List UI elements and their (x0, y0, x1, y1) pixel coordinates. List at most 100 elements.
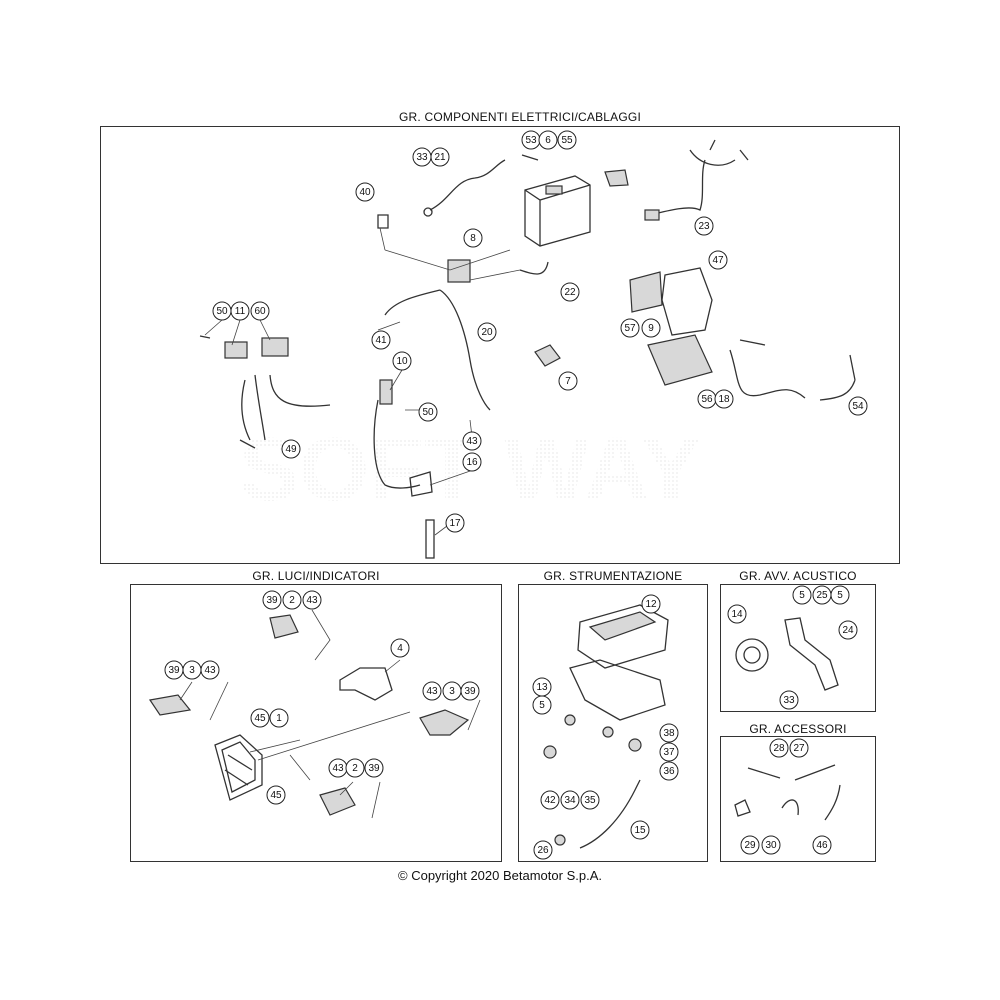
callout-number: 42 (544, 795, 556, 806)
callout-number: 23 (698, 221, 710, 232)
callout-circle (560, 790, 580, 810)
clip-40 (377, 214, 389, 229)
callout-number: 33 (416, 152, 428, 163)
callout-number: 50 (422, 407, 434, 418)
callout-electrical-47: 47 (708, 250, 728, 270)
harness-49 (239, 374, 331, 449)
callout-number: 6 (545, 135, 551, 146)
callout-number: 46 (816, 840, 828, 851)
callout-number: 29 (744, 840, 756, 851)
callout-circle (418, 402, 438, 422)
callout-lights-4: 4 (390, 638, 410, 658)
callout-circle (538, 130, 558, 150)
callout-circle (792, 585, 812, 605)
callout-instruments-35: 35 (580, 790, 600, 810)
callout-circle (463, 228, 483, 248)
callout-lights-45: 45 (266, 785, 286, 805)
callout-circle (422, 681, 442, 701)
callout-number: 12 (645, 599, 657, 610)
callout-number: 50 (216, 306, 228, 317)
relay-7 (534, 344, 561, 367)
callout-circle (282, 590, 302, 610)
battery-cable-21 (423, 159, 506, 217)
callout-number: 39 (266, 595, 278, 606)
callout-circle (250, 708, 270, 728)
callout-lights-3: 3 (442, 681, 462, 701)
callout-circle (580, 790, 600, 810)
section-title-electrical: GR. COMPONENTI ELETTRICI/CABLAGGI (399, 110, 641, 124)
callout-circle (557, 130, 577, 150)
indicator-front-left (148, 694, 192, 716)
callout-circle (769, 738, 789, 758)
callout-instruments-42: 42 (540, 790, 560, 810)
callout-number: 49 (285, 444, 297, 455)
callout-circle (779, 690, 799, 710)
callout-electrical-57: 57 (620, 318, 640, 338)
ecu-box-47 (629, 267, 713, 386)
callout-electrical-7: 7 (558, 371, 578, 391)
callout-circle (789, 738, 809, 758)
callout-lights-39: 39 (164, 660, 184, 680)
callout-circle (714, 389, 734, 409)
callout-electrical-49: 49 (281, 439, 301, 459)
callout-electrical-50: 50 (418, 402, 438, 422)
cable-15 (579, 779, 641, 849)
callout-electrical-21: 21 (430, 147, 450, 167)
callout-number: 41 (375, 335, 387, 346)
callout-accessories-30: 30 (761, 835, 781, 855)
callout-circle (371, 330, 391, 350)
callout-number: 22 (564, 287, 576, 298)
bracket-13 (569, 659, 666, 721)
callout-horn-25: 25 (812, 585, 832, 605)
cable-54 (819, 354, 856, 401)
section-title-instruments: GR. STRUMENTAZIONE (543, 569, 683, 583)
callout-number: 11 (235, 306, 246, 317)
callout-lights-2: 2 (282, 590, 302, 610)
harness-18 (729, 339, 806, 399)
callout-electrical-18: 18 (714, 389, 734, 409)
horn-14 (735, 638, 769, 672)
callout-circle (390, 638, 410, 658)
callout-number: 43 (306, 595, 318, 606)
callout-number: 43 (204, 665, 216, 676)
callout-circle (460, 681, 480, 701)
callout-circle (230, 301, 250, 321)
callout-number: 4 (397, 643, 403, 654)
callout-number: 24 (842, 625, 854, 636)
callout-electrical-54: 54 (848, 396, 868, 416)
callout-number: 17 (449, 518, 461, 529)
callout-electrical-50: 50 (212, 301, 232, 321)
callout-number: 20 (481, 327, 493, 338)
dashboard-12 (577, 604, 669, 669)
callout-number: 43 (426, 686, 438, 697)
callout-number: 5 (837, 590, 843, 601)
callout-electrical-41: 41 (371, 330, 391, 350)
callout-electrical-43: 43 (462, 431, 482, 451)
callout-circle (659, 742, 679, 762)
callout-circle (392, 351, 412, 371)
callout-number: 10 (396, 356, 408, 367)
callout-lights-45: 45 (250, 708, 270, 728)
callout-circle (462, 452, 482, 472)
callout-circle (364, 758, 384, 778)
callout-circle (812, 835, 832, 855)
callout-lights-39: 39 (364, 758, 384, 778)
callout-number: 5 (539, 700, 545, 711)
callout-circle (740, 835, 760, 855)
callout-accessories-46: 46 (812, 835, 832, 855)
callout-lights-2: 2 (345, 758, 365, 778)
section-title-horn: GR. AVV. ACUSTICO (739, 569, 857, 583)
callout-number: 57 (624, 323, 636, 334)
callout-horn-14: 14 (727, 604, 747, 624)
callout-number: 16 (466, 457, 478, 468)
callout-number: 39 (168, 665, 180, 676)
callout-number: 60 (254, 306, 266, 317)
callout-circle (281, 439, 301, 459)
callout-number: 5 (799, 590, 805, 601)
callout-number: 56 (701, 394, 713, 405)
callout-number: 40 (359, 187, 371, 198)
callout-number: 39 (464, 686, 476, 697)
callout-number: 45 (270, 790, 282, 801)
clip-30 (781, 799, 799, 816)
indicator-top (269, 614, 299, 639)
